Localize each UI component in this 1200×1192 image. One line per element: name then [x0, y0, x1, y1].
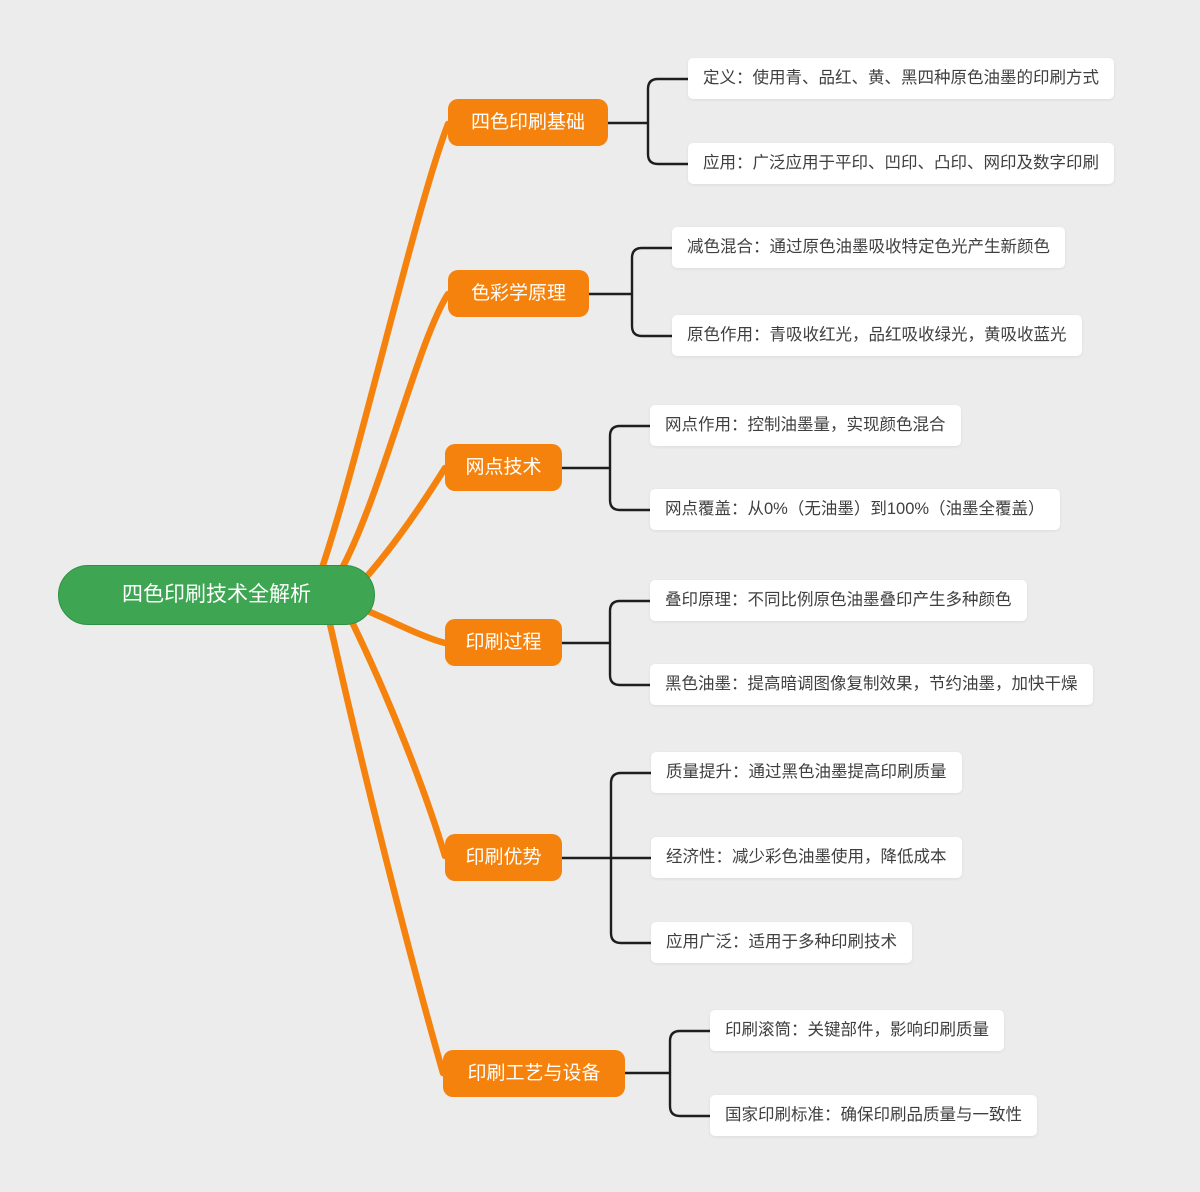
branch-node-1[interactable]: 四色印刷基础 — [448, 99, 608, 146]
leaf-node[interactable]: 网点覆盖：从0%（无油墨）到100%（油墨全覆盖） — [650, 489, 1060, 530]
leaf-node[interactable]: 黑色油墨：提高暗调图像复制效果，节约油墨，加快干燥 — [650, 664, 1093, 705]
branch-node-5[interactable]: 印刷优势 — [445, 834, 562, 881]
root-node[interactable]: 四色印刷技术全解析 — [58, 565, 375, 625]
leaf-node[interactable]: 质量提升：通过黑色油墨提高印刷质量 — [651, 752, 962, 793]
leaf-node[interactable]: 减色混合：通过原色油墨吸收特定色光产生新颜色 — [672, 227, 1065, 268]
leaf-node[interactable]: 应用广泛：适用于多种印刷技术 — [651, 922, 912, 963]
leaf-node[interactable]: 应用：广泛应用于平印、凹印、凸印、网印及数字印刷 — [688, 143, 1114, 184]
leaf-node[interactable]: 网点作用：控制油墨量，实现颜色混合 — [650, 405, 961, 446]
leaf-node[interactable]: 印刷滚筒：关键部件，影响印刷质量 — [710, 1010, 1004, 1051]
branch-node-3[interactable]: 网点技术 — [445, 444, 562, 491]
leaf-node[interactable]: 原色作用：青吸收红光，品红吸收绿光，黄吸收蓝光 — [672, 315, 1082, 356]
branch-node-2[interactable]: 色彩学原理 — [448, 270, 589, 317]
branch-node-6[interactable]: 印刷工艺与设备 — [443, 1050, 625, 1097]
branch-node-4[interactable]: 印刷过程 — [445, 619, 562, 666]
leaf-node[interactable]: 叠印原理：不同比例原色油墨叠印产生多种颜色 — [650, 580, 1027, 621]
leaf-node[interactable]: 经济性：减少彩色油墨使用，降低成本 — [651, 837, 962, 878]
leaf-node[interactable]: 国家印刷标准：确保印刷品质量与一致性 — [710, 1095, 1037, 1136]
leaf-node[interactable]: 定义：使用青、品红、黄、黑四种原色油墨的印刷方式 — [688, 58, 1114, 99]
